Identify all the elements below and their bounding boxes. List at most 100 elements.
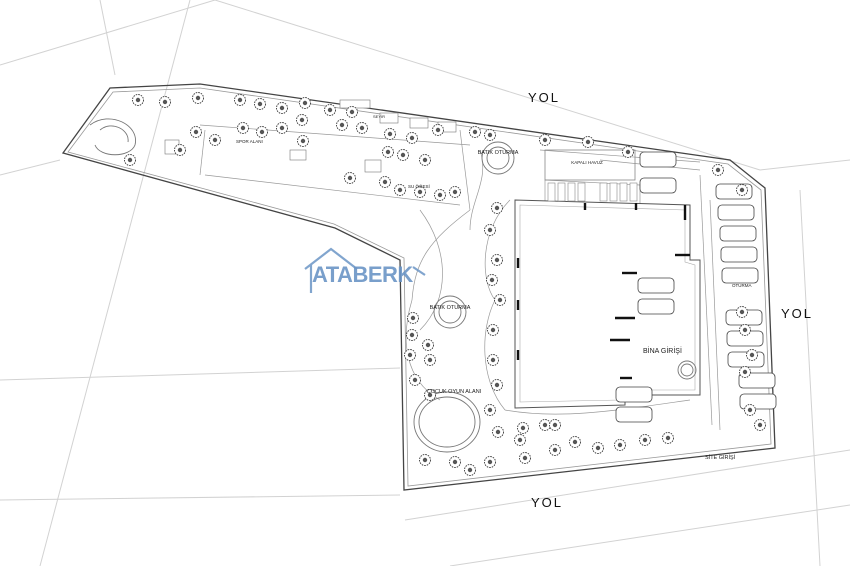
tree xyxy=(432,124,444,136)
tree xyxy=(404,349,416,361)
tree xyxy=(449,186,461,198)
tree xyxy=(746,349,758,361)
tree xyxy=(382,146,394,158)
tree xyxy=(237,122,249,134)
tree xyxy=(414,186,426,198)
tree xyxy=(712,164,724,176)
road-label-bottom: YOL xyxy=(531,495,564,510)
tree xyxy=(539,419,551,431)
tree xyxy=(491,202,503,214)
tree xyxy=(614,439,626,451)
feature-circles xyxy=(89,118,697,453)
seating-label: OTURMA xyxy=(732,283,752,288)
car xyxy=(615,406,653,423)
tree xyxy=(124,154,136,166)
tree xyxy=(662,432,674,444)
tree xyxy=(192,92,204,104)
site-boundary xyxy=(61,83,776,491)
tree xyxy=(159,96,171,108)
tree xyxy=(582,136,594,148)
sunken-seating-circle-1 xyxy=(481,141,515,175)
tree xyxy=(419,154,431,166)
tree xyxy=(424,389,436,401)
sunken-seating-label-2: BATIK OTURMA xyxy=(429,305,471,311)
tree xyxy=(549,444,561,456)
car xyxy=(637,298,675,315)
tree xyxy=(639,434,651,446)
tree xyxy=(569,436,581,448)
car xyxy=(639,177,677,194)
sports-area-label: SPOR ALANI xyxy=(236,139,263,144)
building-footprint xyxy=(514,199,701,409)
tree xyxy=(739,324,751,336)
tree xyxy=(276,122,288,134)
tree xyxy=(234,94,246,106)
tree xyxy=(409,374,421,386)
sunken-seating-label-1: BATIK OTURMA xyxy=(477,150,519,156)
tree xyxy=(491,254,503,266)
entrance-circle xyxy=(677,360,697,380)
tree xyxy=(209,134,221,146)
tree xyxy=(622,146,634,158)
tree xyxy=(384,128,396,140)
car xyxy=(721,267,759,284)
tree xyxy=(394,184,406,196)
indoor-pool xyxy=(544,149,638,202)
tree xyxy=(464,464,476,476)
tree xyxy=(492,426,504,438)
tree xyxy=(592,442,604,454)
tree xyxy=(484,456,496,468)
tree xyxy=(744,404,756,416)
site-entrance-label: SİTE GİRİŞİ xyxy=(705,455,736,461)
tree xyxy=(484,224,496,236)
tree xyxy=(736,184,748,196)
tree xyxy=(132,94,144,106)
tree xyxy=(449,456,461,468)
tree xyxy=(469,126,481,138)
car xyxy=(727,351,765,368)
car xyxy=(719,225,757,242)
building-entrance-label: BİNA GİRİŞİ xyxy=(643,348,682,355)
tree xyxy=(324,104,336,116)
tree xyxy=(484,404,496,416)
car xyxy=(615,386,653,403)
tree xyxy=(736,306,748,318)
tree xyxy=(406,132,418,144)
indoor-pool-label: KAPALI HAVUZ xyxy=(571,160,603,165)
tree xyxy=(406,329,418,341)
watermark-house-logo xyxy=(304,247,426,293)
tree xyxy=(487,324,499,336)
tree xyxy=(491,379,503,391)
tree xyxy=(539,134,551,146)
tree xyxy=(174,144,186,156)
car xyxy=(637,277,675,294)
tree xyxy=(346,106,358,118)
tree xyxy=(254,98,266,110)
car xyxy=(739,393,777,410)
car xyxy=(639,151,677,168)
car xyxy=(717,204,755,221)
tree xyxy=(419,454,431,466)
tree xyxy=(494,294,506,306)
tree xyxy=(514,434,526,446)
tree xyxy=(424,354,436,366)
tree xyxy=(484,129,496,141)
tree xyxy=(517,422,529,434)
tree xyxy=(297,135,309,147)
tree xyxy=(519,452,531,464)
tree xyxy=(276,102,288,114)
tree xyxy=(754,419,766,431)
tree xyxy=(549,419,561,431)
tree xyxy=(739,366,751,378)
tree xyxy=(407,312,419,324)
tree xyxy=(344,172,356,184)
tree xyxy=(336,119,348,131)
tree xyxy=(356,122,368,134)
tree xyxy=(296,114,308,126)
tree xyxy=(397,149,409,161)
tree xyxy=(486,274,498,286)
viewing-label: SEYİR xyxy=(373,114,386,119)
trees xyxy=(124,92,766,476)
